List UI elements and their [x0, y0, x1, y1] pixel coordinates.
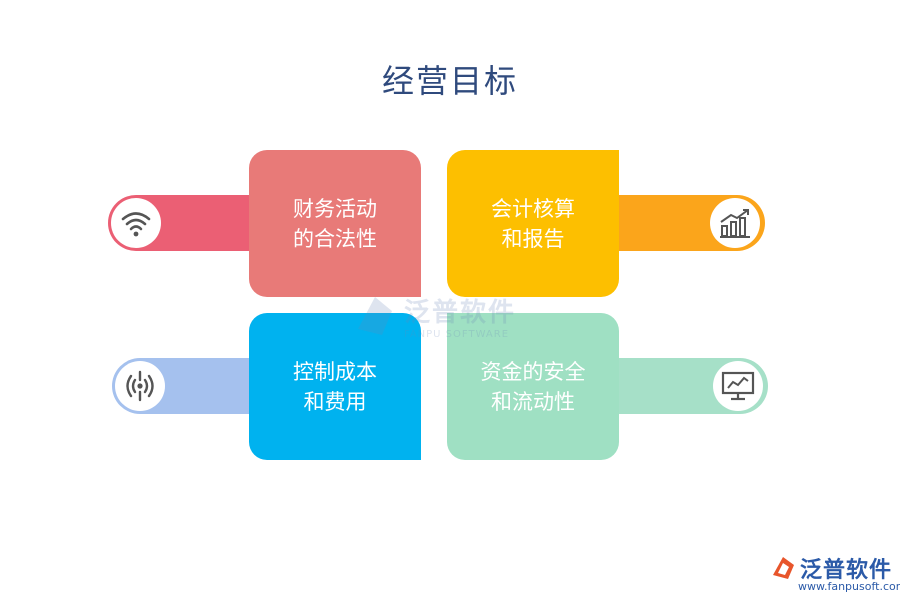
- pill-cost-control: [112, 358, 253, 414]
- brand-logo-icon: [773, 557, 794, 579]
- watermark: 泛普软件 FANPU SOFTWARE: [352, 292, 516, 340]
- card-cost-control: 控制成本 和费用: [249, 313, 421, 460]
- broadcast-icon: [115, 361, 165, 411]
- card-text-line2: 和费用: [303, 389, 367, 414]
- monitor-chart-icon: [713, 361, 763, 411]
- card-text-line2: 和报告: [501, 226, 565, 251]
- card-text-line2: 和流动性: [491, 389, 575, 414]
- card-text-line2: 的合法性: [293, 226, 377, 251]
- watermark-brand: 泛普软件: [404, 298, 517, 328]
- card-financial-legality: 财务活动 的合法性: [249, 150, 421, 297]
- card-text-line1: 财务活动: [293, 196, 377, 221]
- brand-name: 泛普软件: [800, 558, 893, 583]
- card-text-line1: 会计核算: [491, 196, 575, 221]
- card-text-line1: 控制成本: [293, 359, 377, 384]
- watermark-logo-icon: [358, 297, 392, 335]
- card-text-line1: 资金的安全: [480, 359, 586, 384]
- watermark-sub: FANPU SOFTWARE: [404, 329, 510, 340]
- wifi-icon: [111, 198, 161, 248]
- bar-chart-growth-icon: [710, 198, 760, 248]
- pill-fund-safety: [615, 358, 768, 414]
- card-accounting-reporting: 会计核算 和报告: [447, 150, 619, 297]
- brand-logo: 泛普软件: [770, 552, 892, 584]
- card-fund-safety: 资金的安全 和流动性: [447, 313, 619, 460]
- pill-financial-legality: [108, 195, 253, 251]
- brand-url: www.fanpusoft.com: [798, 580, 900, 593]
- pill-accounting-reporting: [615, 195, 765, 251]
- page-title: 经营目标: [381, 62, 518, 100]
